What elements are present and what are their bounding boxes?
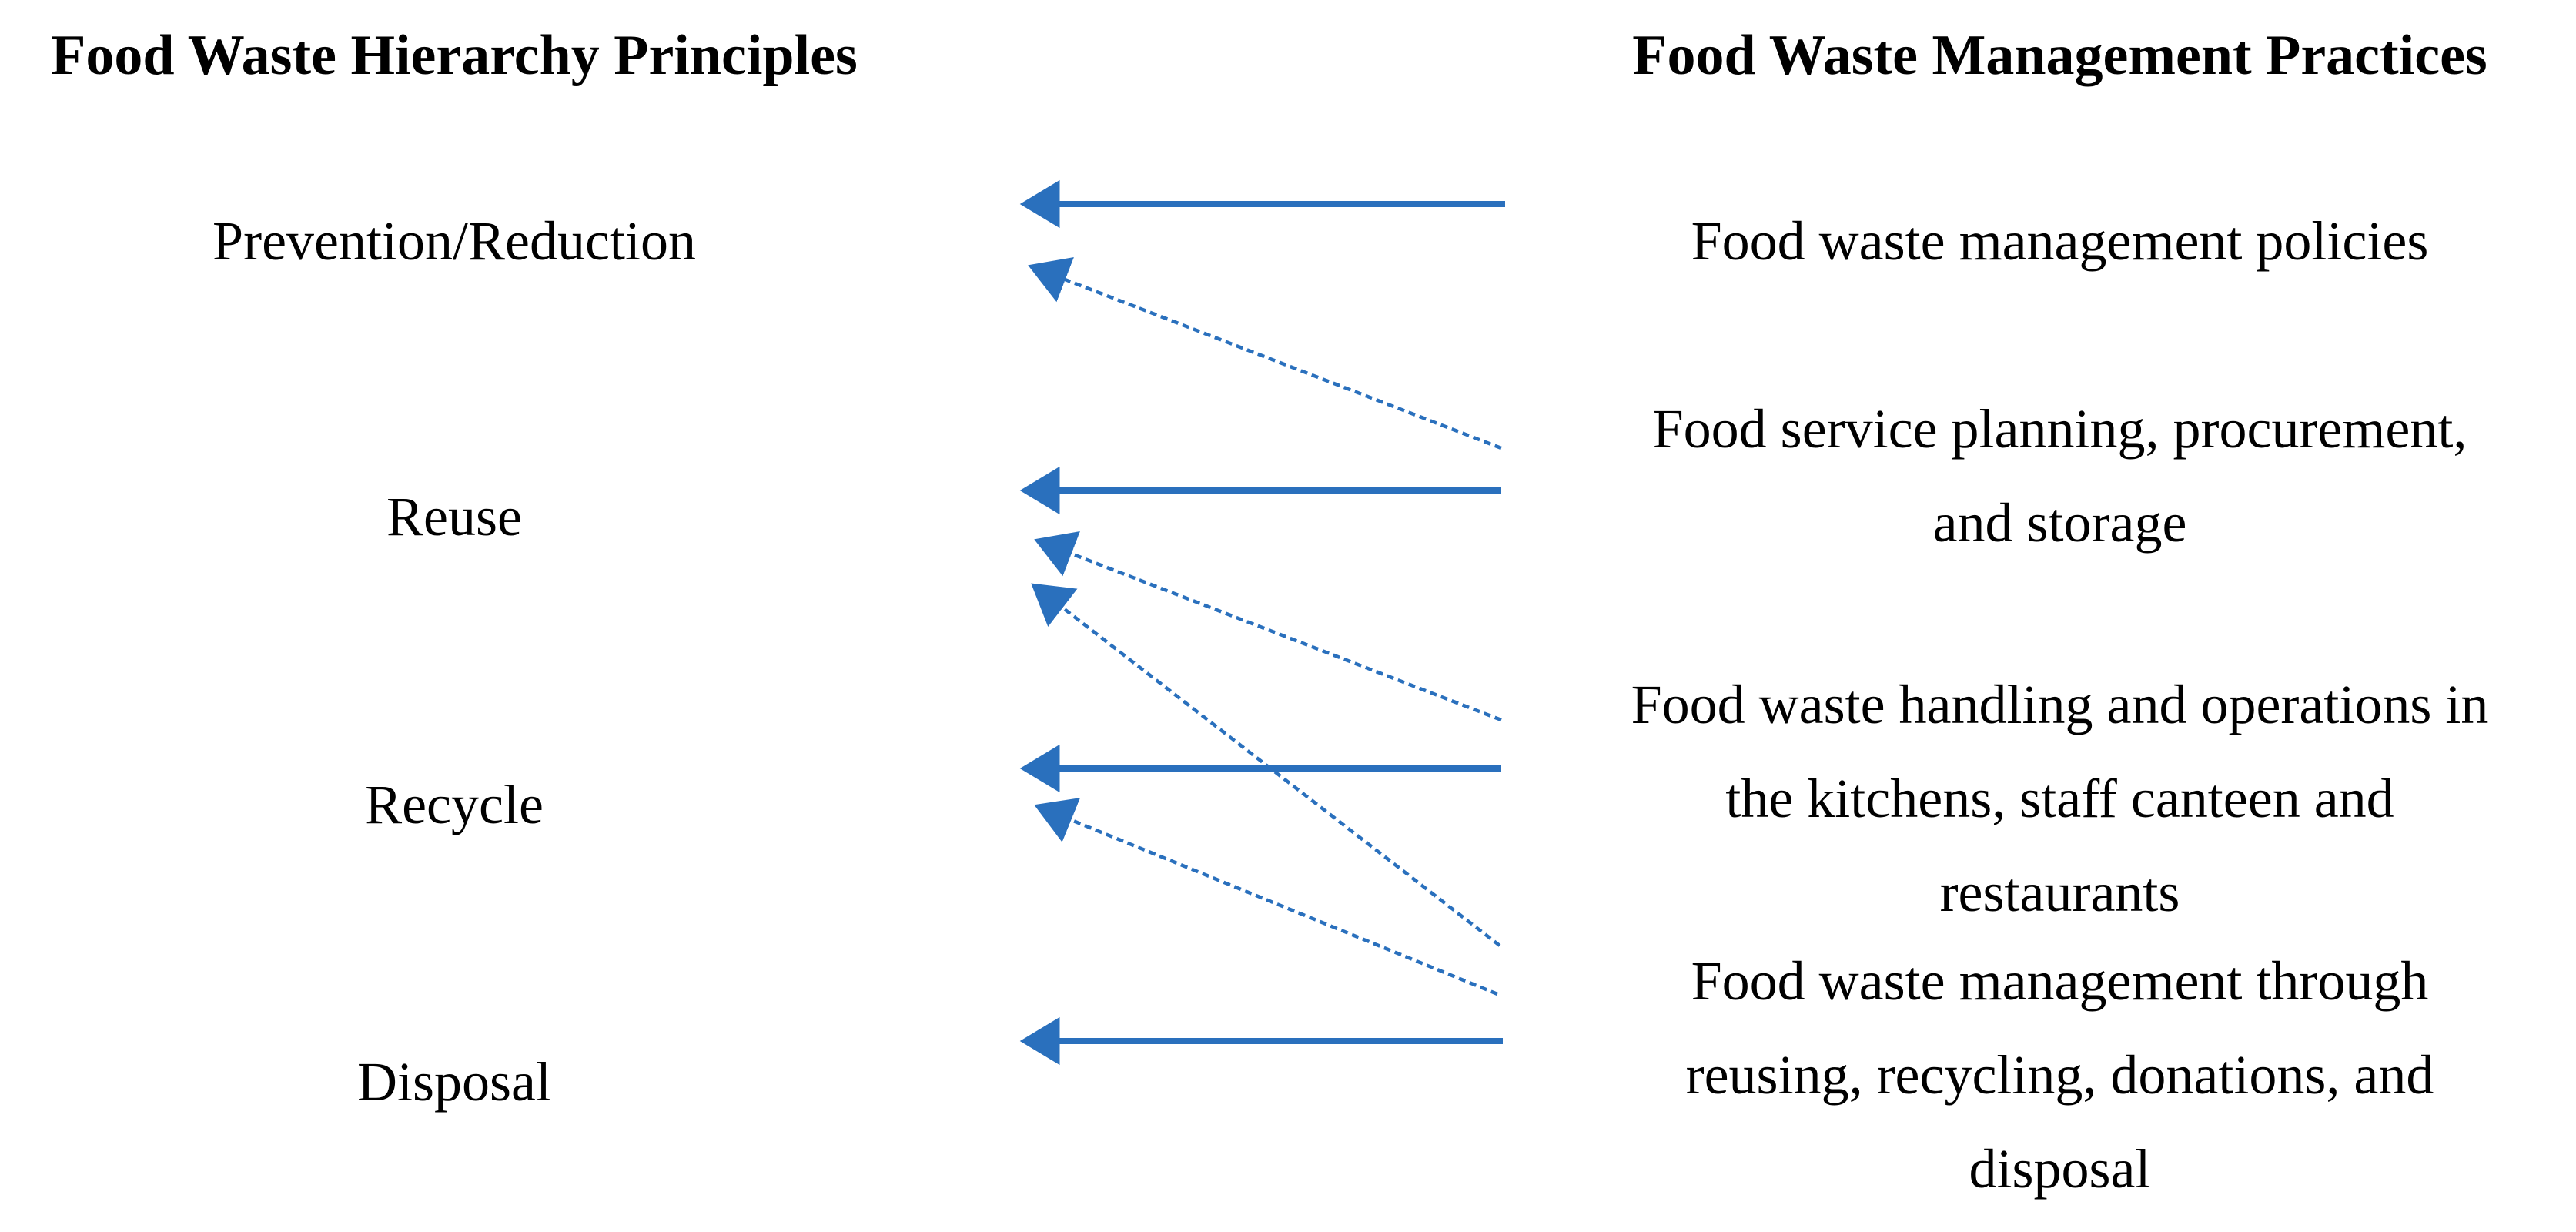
practice-policies: Food waste management policies [1691,210,2429,272]
principle-prevention-reduction: Prevention/Reduction [212,210,696,272]
arrow-planning-to-prevention [1028,257,1502,450]
column-title-management-practices: Food Waste Management Practices [1632,24,2487,87]
practice-handling-operations: Food waste handling and operations in th… [1631,674,2489,923]
arrow-management-to-recycle [1034,798,1498,996]
principle-disposal: Disposal [357,1051,551,1113]
column-title-hierarchy-principles: Food Waste Hierarchy Principles [51,24,858,87]
practice-planning-procurement-storage: Food service planning, procurement, and … [1652,398,2467,554]
arrow-management-to-reuse [1031,583,1501,947]
practice-reuse-recycle-donate-dispose: Food waste management through reusing, r… [1685,950,2434,1200]
arrow-handling-to-reuse [1034,531,1502,722]
principle-reuse: Reuse [386,486,522,547]
principle-recycle: Recycle [365,774,544,835]
